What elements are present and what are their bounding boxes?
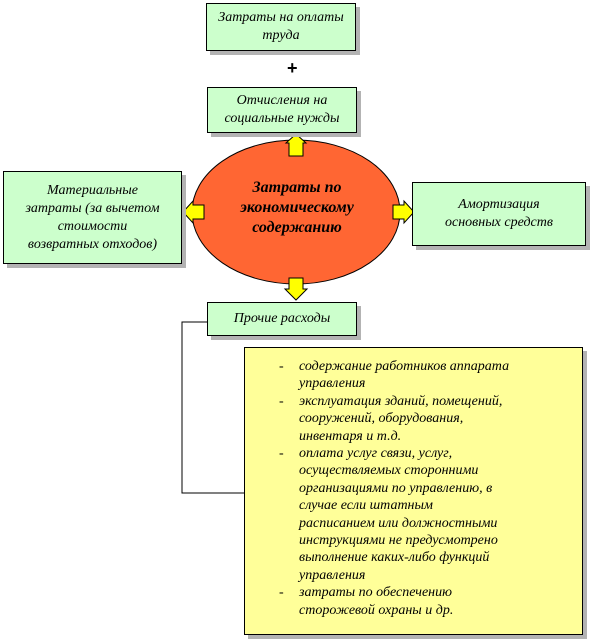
- list-item-line: осуществляемых сторонними: [299, 463, 479, 479]
- list-item-line: оплата услуг связи, услуг,: [299, 446, 453, 462]
- other-expenses-label: Прочие расходы: [233, 311, 331, 326]
- bullet-dash: -: [279, 359, 284, 374]
- arrow-left: [182, 199, 205, 225]
- bracket-connector: [181, 321, 244, 494]
- material-costs-box: Материальные затраты (за вычетом стоимос…: [3, 171, 182, 264]
- depreciation-line: основных средств: [445, 215, 553, 230]
- list-item-line: организациями по управлению, в: [299, 480, 493, 496]
- material-costs-line: возвратных отходов): [27, 236, 158, 252]
- depreciation-line: Амортизация: [458, 197, 540, 212]
- labor-costs-box: Затраты на оплаты труда: [206, 3, 356, 51]
- arrow-up: [284, 133, 308, 157]
- center-label-line: содержанию: [252, 219, 342, 236]
- center-label-line: Затраты по: [252, 179, 342, 196]
- list-item: - содержание работников аппарата управле…: [245, 358, 574, 393]
- labor-costs-line: труда: [262, 28, 300, 43]
- material-costs-line: Материальные: [47, 182, 138, 198]
- list-item-line: выполнение каких-либо функций: [299, 550, 490, 566]
- list-item: - затраты по обеспечению сторожевой охра…: [245, 584, 574, 619]
- social-contributions-box: Отчисления на социальные нужды: [207, 87, 357, 133]
- center-label-line: экономическому: [240, 199, 354, 216]
- list-item: - эксплуатация зданий, помещений, сооруж…: [245, 393, 574, 445]
- depreciation-box: Амортизация основных средств: [412, 182, 586, 246]
- list-item-line: инструкциями не предусмотрено: [299, 533, 498, 549]
- bullet-dash: -: [279, 393, 284, 409]
- arrow-down: [283, 277, 309, 301]
- labor-costs-line: Затраты на оплаты: [218, 10, 344, 25]
- social-contributions-line: социальные нужды: [224, 111, 340, 126]
- bullet-dash: -: [279, 446, 284, 462]
- list-item-line: управления: [299, 567, 366, 583]
- list-item-line: затраты по обеспечению: [299, 585, 453, 601]
- list-item-line: расписанием или должностными: [299, 515, 498, 531]
- material-costs-line: затраты (за вычетом: [25, 200, 160, 216]
- list-item-line: содержание работников аппарата: [299, 359, 510, 374]
- list-item-line: сторожевой охраны и др.: [299, 602, 454, 618]
- material-costs-line: стоимости: [57, 218, 128, 234]
- list-item-line: управления: [299, 376, 366, 392]
- bullet-dash: -: [279, 585, 284, 601]
- list-item: - оплата услуг связи, услуг, осуществляе…: [245, 445, 574, 584]
- social-contributions-line: Отчисления на: [236, 93, 328, 108]
- other-expenses-box: Прочие расходы: [207, 302, 357, 336]
- list-item-line: эксплуатация зданий, помещений,: [299, 393, 503, 409]
- center-label: Затраты по экономическому содержанию: [212, 178, 382, 238]
- list-item-line: случае если штатным: [299, 498, 433, 514]
- list-item-line: инвентаря и т.д.: [299, 428, 402, 444]
- plus-sign: +: [287, 58, 298, 78]
- list-item-line: сооружений, оборудования,: [299, 411, 464, 427]
- arrow-right: [392, 199, 415, 225]
- other-expenses-list: - содержание работников аппарата управле…: [244, 347, 583, 635]
